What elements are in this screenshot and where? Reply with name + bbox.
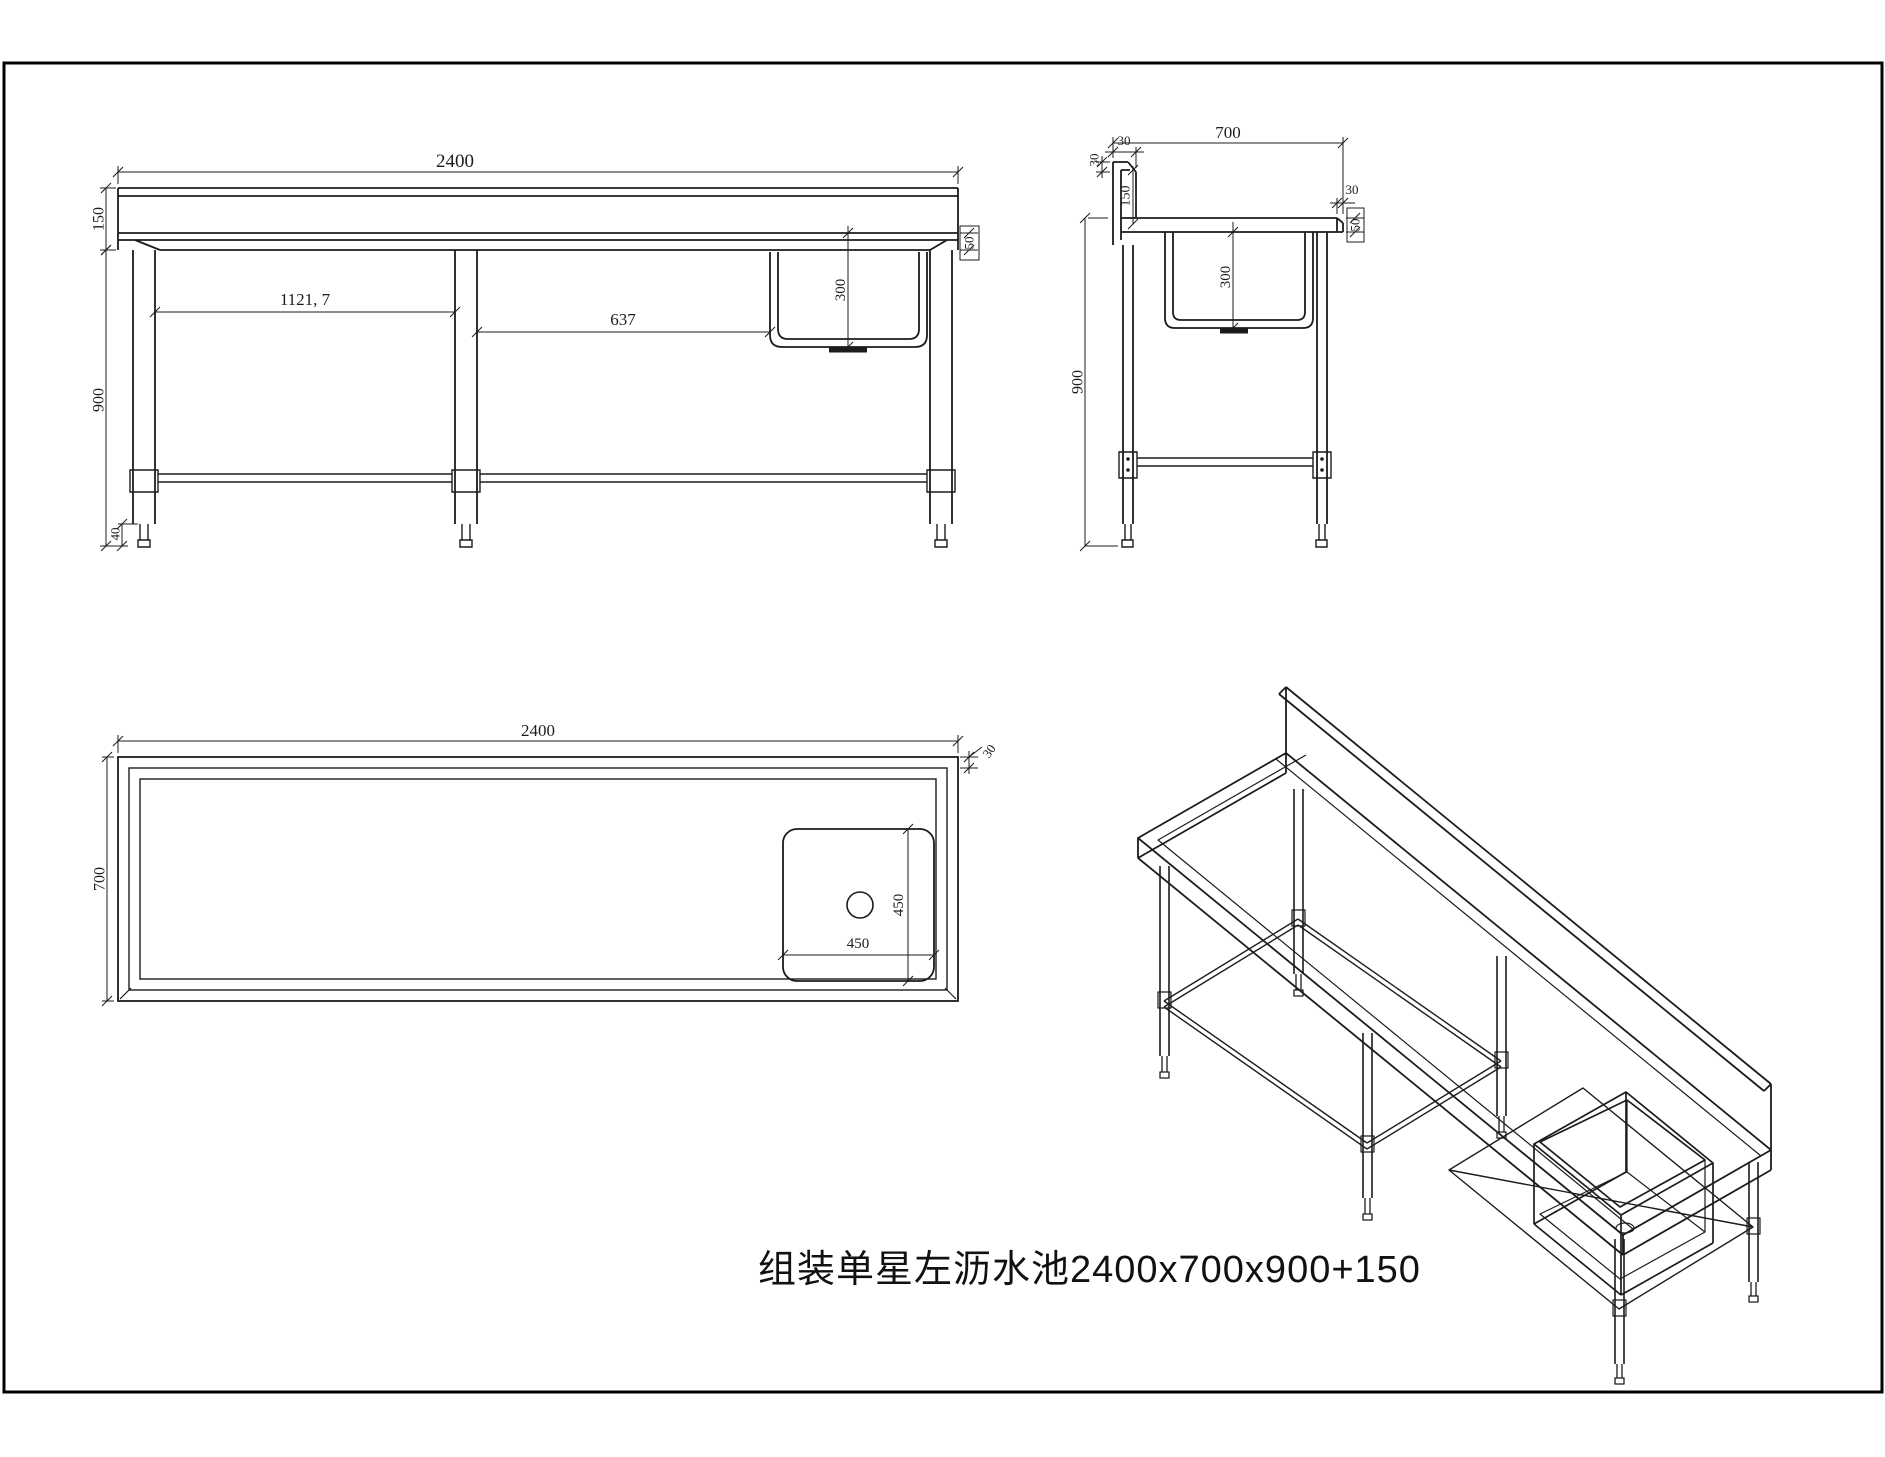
front-feet [137,524,948,548]
side-tabletop [1121,217,1344,233]
plan-view: 2400 30 700 450 450 [92,721,999,1007]
front-rail-collars [129,469,956,493]
plan-dim-sinkwidth-label: 450 [847,936,870,952]
front-view: 2400 150 900 40 1121, 7 637 300 50 [91,151,980,552]
front-dim-width-label: 2400 [436,151,474,172]
iso-leg-collars [1157,909,1761,1317]
front-dim-foot-label: 40 [108,528,123,541]
side-dim-edge-label: 50 [1348,219,1363,232]
side-dim-depth-lines [1107,137,1349,214]
side-dim-rearbend-label: 30 [1087,154,1102,167]
side-dim-sinkdepth-label: 300 [1218,266,1234,289]
plan-outer-edge [117,756,959,1002]
iso-rim-lines [1157,754,1762,1230]
front-dim-height-label: 900 [91,388,108,412]
side-sink-bowl [1164,232,1314,329]
side-bolt-hole [1320,468,1324,472]
plan-dim-sinkwidth-lines [777,949,940,961]
iso-sink-drain [1615,1222,1635,1234]
side-rail-collars [1118,451,1332,479]
side-dim-edge-lines [1346,212,1364,238]
front-dim-backsplash-lines [100,182,116,256]
plan-dim-sinklength-label: 450 [891,894,907,917]
side-legs [1122,232,1328,524]
plan-inner-edge [139,778,937,980]
front-tabletop [117,187,959,251]
side-bolt-hole [1126,468,1130,472]
side-dim-edge-box [1346,207,1365,243]
plan-dim-edge-label: 30 [979,741,999,760]
side-bolt-hole [1320,457,1324,461]
side-view: 700 30 30 150 300 900 30 50 [1070,123,1365,552]
sheet-border [2,61,1884,1394]
side-dim-rearbend-lines [1096,156,1110,178]
plan-dim-depth-lines [101,751,114,1007]
side-dim-frontbend-lines [1330,197,1355,214]
side-backsplash [1112,161,1137,245]
drawing-caption: 组装单星左沥水池2400x700x900+150 [758,1249,1421,1291]
front-dim-width-lines [112,166,964,184]
front-dim-edge-lines [960,227,978,256]
side-dim-frontbend-label: 30 [1346,182,1359,197]
iso-sink-opening [1533,1091,1714,1216]
plan-dim-width-label: 2400 [521,721,555,740]
iso-backsplash [1278,686,1772,1150]
iso-rails [1163,918,1502,1150]
front-legs [132,250,953,524]
plan-dim-width-lines [112,735,964,753]
side-bolt-hole [1126,457,1130,461]
plan-rim-edge [128,767,948,991]
front-dim-sinkdepth-lines [842,226,854,353]
front-dim-height-lines [100,244,128,552]
front-dim-leftspan-label: 1121, 7 [280,290,331,309]
iso-sink-outer [1533,1092,1714,1296]
plan-sink-opening [782,828,935,982]
front-dim-sinkdepth-label: 300 [833,279,849,302]
front-dim-edge-box [959,225,980,261]
side-dim-backsplash-label: 150 [1119,186,1134,207]
iso-sink-inner [1539,1100,1706,1280]
plan-drain-hole [846,891,874,919]
plan-dim-sinklength-lines [902,823,914,987]
iso-legs [1159,789,1759,1364]
front-dim-foot-lines [116,518,138,552]
plan-dim-edge-lines [960,746,983,774]
side-dim-depth-label: 700 [1215,123,1241,142]
side-dim-topbend-lines [1105,146,1144,168]
plan-corner-chamfers [119,987,957,1000]
isometric-view [1137,686,1772,1385]
side-dim-height-label: 900 [1070,370,1087,394]
side-dim-topbend-label: 30 [1118,133,1131,148]
plan-dim-depth-label: 700 [92,867,109,891]
front-dim-backsplash-label: 150 [91,207,108,231]
iso-feet [1159,974,1759,1385]
side-dim-height-lines [1079,212,1118,552]
front-under-rail [158,473,927,483]
side-feet [1121,524,1328,548]
side-under-rail [1137,457,1313,467]
front-dim-edge-label: 50 [962,237,977,250]
side-dim-sinkdepth-lines [1227,222,1239,334]
iso-tabletop [1137,752,1772,1256]
front-dim-midspan-lines [471,326,776,338]
front-dim-midspan-label: 637 [610,310,636,329]
side-dim-backsplash-lines [1127,164,1139,230]
front-dim-leftspan-lines [149,306,461,318]
